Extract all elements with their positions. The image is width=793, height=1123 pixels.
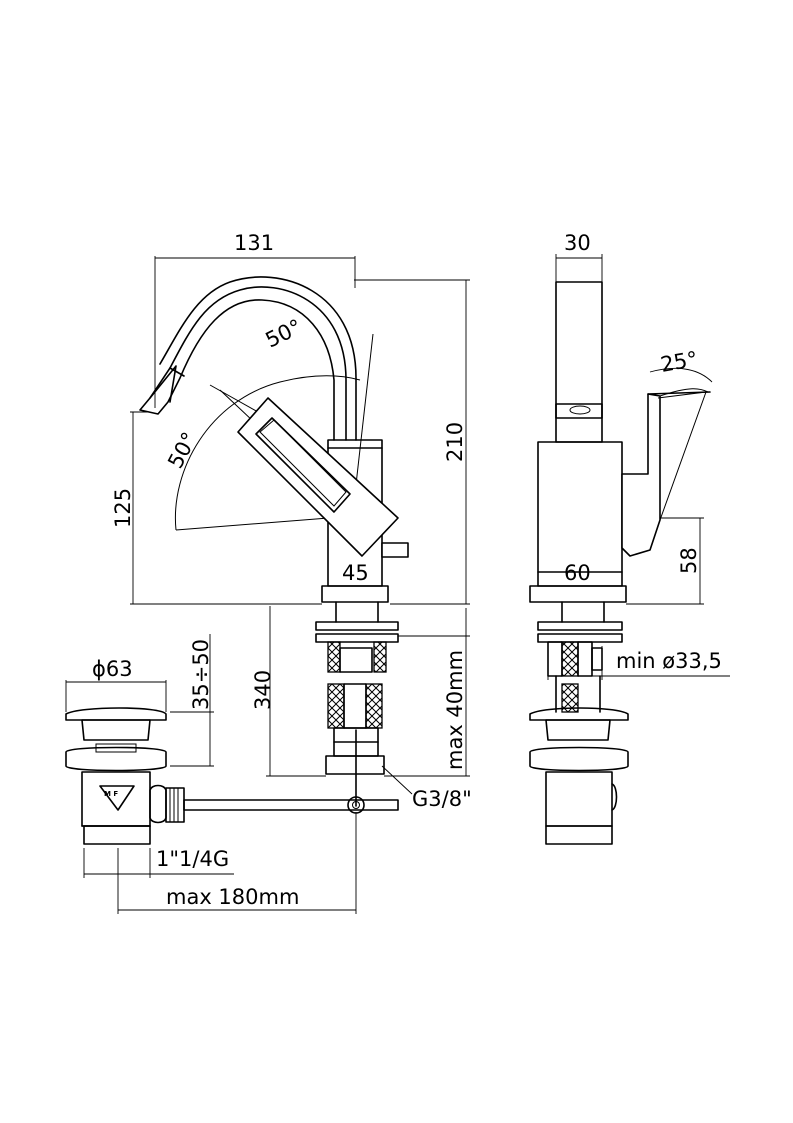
dim-deck-thickness: max 40mm bbox=[443, 650, 467, 770]
front-dimensions: 131 210 125 50° 50° 45 340 max 40mm G3/8… bbox=[111, 231, 472, 811]
waste-dimensions: ϕ63 35÷50 1"1/4G max 180mm bbox=[65, 634, 357, 914]
dim-side-body-width: 60 bbox=[564, 561, 591, 585]
dim-waste-diameter: ϕ63 bbox=[92, 657, 133, 681]
dim-pipe-length: 340 bbox=[251, 670, 275, 710]
dim-thread-supply: G3/8" bbox=[412, 787, 472, 811]
waste-front: M F bbox=[65, 707, 399, 845]
aerator bbox=[569, 405, 591, 415]
dim-rod-length: max 180mm bbox=[166, 885, 299, 909]
side-view bbox=[529, 281, 711, 845]
waste-mark: M F bbox=[104, 790, 118, 798]
dim-hole-diameter: min ø33,5 bbox=[616, 649, 722, 673]
dim-side-angle: 25° bbox=[659, 347, 700, 377]
dim-total-height: 210 bbox=[443, 422, 467, 462]
spout bbox=[139, 276, 357, 441]
dim-spout-angle: 50° bbox=[262, 315, 306, 353]
dim-side-depth: 30 bbox=[564, 231, 591, 255]
dim-lever-angle: 50° bbox=[163, 428, 202, 472]
dim-body-width: 45 bbox=[342, 561, 369, 585]
lever-swing-arc bbox=[174, 375, 361, 531]
dim-waste-height: 35÷50 bbox=[189, 639, 213, 710]
dim-spout-reach: 131 bbox=[234, 231, 274, 255]
lever-handle bbox=[237, 397, 399, 557]
dim-thread-waste: 1"1/4G bbox=[156, 847, 229, 871]
side-dimensions: 30 25° 58 60 min ø33,5 bbox=[547, 231, 730, 680]
dim-side-height: 58 bbox=[677, 547, 701, 574]
dim-lever-height: 125 bbox=[111, 488, 135, 528]
front-view bbox=[139, 276, 409, 807]
front-mounting bbox=[315, 601, 399, 807]
